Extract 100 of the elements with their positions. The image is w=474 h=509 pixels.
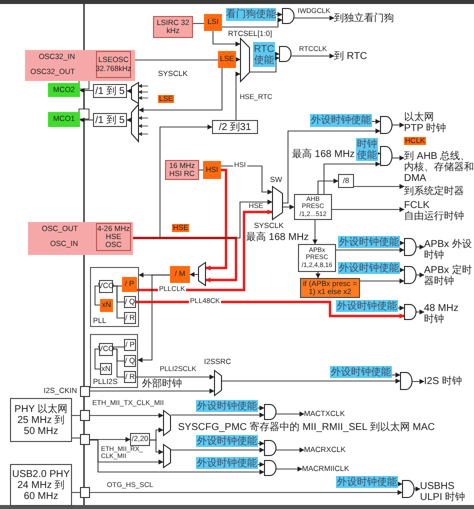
clock-line xyxy=(150,440,164,454)
multiplexer xyxy=(240,38,250,82)
clock-line xyxy=(112,348,124,378)
enable-tag: 外设时钟使能 xyxy=(336,300,398,312)
highlighted-clock-line xyxy=(206,168,228,270)
destination-label: USBHS ULPI 时钟 xyxy=(420,476,474,508)
clock-line xyxy=(90,388,214,394)
and-gate xyxy=(380,146,392,166)
clock-line xyxy=(354,184,404,189)
clock-line xyxy=(332,207,404,212)
clock-line xyxy=(398,482,402,486)
multiplexer xyxy=(131,82,139,104)
clock-line xyxy=(400,268,404,272)
pin-square xyxy=(80,434,90,445)
clock-line xyxy=(90,413,164,418)
clock-line xyxy=(400,240,404,246)
enable-tag: 外设时钟使能 xyxy=(336,476,398,488)
box-label: PHY 以太网 xyxy=(14,404,68,414)
block-box: /1 到 5 xyxy=(93,113,127,127)
clock-line xyxy=(258,406,264,410)
clock-line xyxy=(274,52,280,56)
box-label: 25 MHz 到 50 MHz xyxy=(16,414,66,436)
clock-line xyxy=(236,57,240,62)
pin-square xyxy=(80,386,90,397)
destination-label: 到独立看门狗 xyxy=(334,12,400,25)
clock-line xyxy=(294,16,334,20)
clock-line xyxy=(398,306,404,310)
and-gate xyxy=(264,460,276,476)
clock-line xyxy=(276,448,304,452)
clock-line xyxy=(312,220,318,244)
clock-line xyxy=(80,88,94,93)
and-gate xyxy=(380,116,392,134)
clock-line xyxy=(416,244,424,250)
pin-square xyxy=(80,410,90,421)
enable-tag: 外设时钟使能 xyxy=(196,457,258,469)
enable-tag: 外设时钟使能 xyxy=(310,114,372,127)
multiplexer xyxy=(131,104,139,142)
oscillator-band xyxy=(28,222,133,255)
clock-line xyxy=(336,248,404,252)
clock-line xyxy=(80,118,94,122)
enable-tag: 外设时钟使能 xyxy=(338,262,400,274)
highlighted-clock-line xyxy=(136,300,404,318)
clock-line xyxy=(222,378,400,384)
highlighted-clock-line xyxy=(137,210,272,292)
clock-line xyxy=(282,128,380,204)
clock-line xyxy=(392,372,400,378)
pin-square xyxy=(80,487,90,498)
clock-line xyxy=(222,18,282,28)
clock-line xyxy=(250,56,280,72)
oscillator-band xyxy=(25,50,135,81)
multiplexer xyxy=(163,444,171,468)
destination-label: 到 RTC xyxy=(334,50,379,63)
multiplexer xyxy=(163,410,171,436)
clock-line xyxy=(72,415,80,416)
enable-tag: 外设时钟使能 xyxy=(196,435,258,447)
pll-block xyxy=(90,334,138,388)
clock-line xyxy=(192,23,204,24)
clock-line xyxy=(90,440,264,474)
clock-line xyxy=(170,412,264,418)
and-gate xyxy=(264,440,276,456)
enable-tag: 外设时钟使能 xyxy=(338,236,400,248)
clock-line xyxy=(90,437,130,442)
clock-line xyxy=(412,379,424,384)
enable-tag: 看门狗使能 xyxy=(226,8,276,21)
signal-label: 最高 168 MHz xyxy=(246,232,309,243)
clock-line xyxy=(138,274,170,362)
multiplexer xyxy=(214,370,222,396)
and-gate xyxy=(404,266,416,284)
and-gate xyxy=(279,46,291,62)
clock-line xyxy=(360,278,404,284)
clock-line xyxy=(316,272,320,278)
and-gate xyxy=(404,238,416,256)
clock-line xyxy=(126,118,132,122)
enable-tag: 时钟使能 xyxy=(356,138,378,161)
destination-label: FCLK xyxy=(404,200,430,211)
box-label: 24 MHz 到 60 MHz xyxy=(16,480,66,502)
clock-line xyxy=(276,12,282,17)
clock-line xyxy=(94,286,100,306)
clock-line xyxy=(132,200,272,238)
clock-line xyxy=(416,310,424,314)
pll-block xyxy=(90,267,139,327)
clock-line xyxy=(392,122,404,128)
edge-label: 外部时钟 xyxy=(142,378,182,390)
clock-line xyxy=(170,448,264,452)
clock-line xyxy=(94,348,100,370)
block-box xyxy=(10,464,72,506)
clock-line xyxy=(136,374,214,380)
destination-label: 到 AHB 总线、内核、存储器和 DMA xyxy=(404,150,474,184)
destination-label: 到系统定时器 xyxy=(404,185,474,198)
and-gate xyxy=(282,8,294,24)
block-box xyxy=(10,398,72,442)
clock-line xyxy=(318,178,338,194)
clock-line xyxy=(212,30,240,46)
destination-label: I2S 时钟 xyxy=(424,375,470,388)
clock-line xyxy=(236,72,240,120)
clock-line xyxy=(276,412,304,416)
destination-label: APBx 定时器时钟 xyxy=(424,264,474,288)
signal-label: 最高 168 MHz xyxy=(292,149,355,160)
clock-line xyxy=(416,272,424,278)
clock-line xyxy=(112,286,124,318)
